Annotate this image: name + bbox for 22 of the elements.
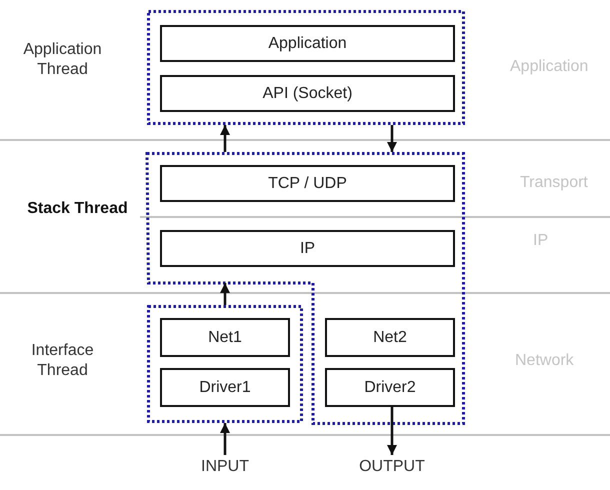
arrow [220, 283, 230, 305]
layer-name: IP [533, 232, 548, 250]
io-label: OUTPUT [352, 455, 432, 479]
arrow [387, 125, 397, 152]
arrow [220, 125, 230, 152]
layer-box: IP [160, 230, 455, 267]
layer-box: Net2 [325, 318, 455, 357]
layer-name: Application [510, 58, 588, 76]
arrow [220, 423, 230, 455]
layer-box: Driver1 [160, 368, 290, 407]
layer-name: Transport [520, 174, 588, 192]
thread-label: Interface Thread [30, 341, 95, 381]
layer-box: TCP / UDP [160, 165, 455, 202]
thread-label: Stack Thread [26, 199, 129, 219]
arrow [387, 407, 397, 455]
thread-label: Application Thread [22, 40, 103, 80]
io-label: INPUT [190, 455, 260, 479]
layer-box: Application [160, 25, 455, 62]
layer-name: Network [515, 352, 574, 370]
layer-box: API (Socket) [160, 75, 455, 112]
layer-box: Driver2 [325, 368, 455, 407]
layer-box: Net1 [160, 318, 290, 357]
